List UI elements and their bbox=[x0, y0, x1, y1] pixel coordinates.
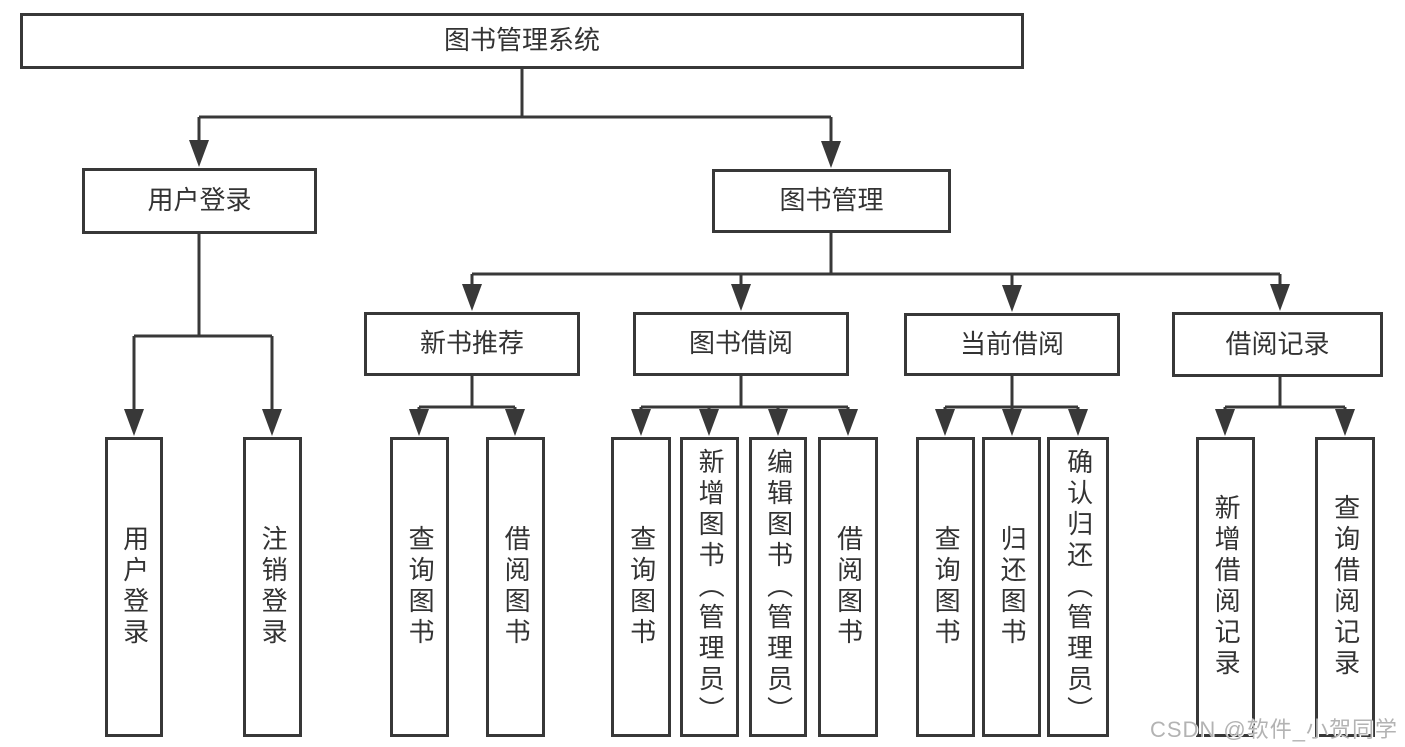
node-query-books-borrowing: 查询图书 bbox=[611, 437, 671, 737]
node-new-book-recommend: 新书推荐 bbox=[364, 312, 580, 376]
node-borrow-books-action: 借阅图书 bbox=[818, 437, 878, 737]
node-add-books-admin: 新增图书（管理员） bbox=[680, 437, 739, 737]
node-query-books-current: 查询图书 bbox=[916, 437, 975, 737]
node-user-login: 用户登录 bbox=[82, 168, 317, 234]
node-borrow-books-recommend: 借阅图书 bbox=[486, 437, 545, 737]
connector-arrowheads bbox=[124, 140, 1355, 436]
node-query-books-recommend: 查询图书 bbox=[390, 437, 449, 737]
node-edit-books-admin: 编辑图书（管理员） bbox=[749, 437, 807, 737]
node-add-borrow-record: 新增借阅记录 bbox=[1196, 437, 1255, 737]
node-root-library-system: 图书管理系统 bbox=[20, 13, 1024, 69]
node-logout-action: 注销登录 bbox=[243, 437, 302, 737]
node-book-management: 图书管理 bbox=[712, 169, 951, 233]
node-current-borrowing: 当前借阅 bbox=[904, 313, 1120, 376]
node-return-books: 归还图书 bbox=[982, 437, 1041, 737]
node-query-borrow-record: 查询借阅记录 bbox=[1315, 437, 1375, 737]
node-confirm-return-admin: 确认归还（管理员） bbox=[1047, 437, 1109, 737]
node-borrowing-records: 借阅记录 bbox=[1172, 312, 1383, 377]
csdn-watermark: CSDN @软件_小贺同学 bbox=[1149, 717, 1398, 742]
node-book-borrowing: 图书借阅 bbox=[633, 312, 849, 376]
node-user-login-action: 用户登录 bbox=[105, 437, 163, 737]
